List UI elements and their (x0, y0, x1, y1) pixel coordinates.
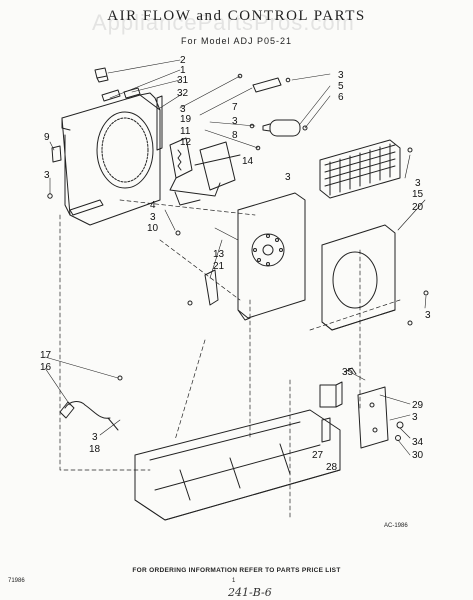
part-bracket-31 (101, 87, 141, 102)
callout-30: 30 (412, 450, 424, 461)
part-clip-35 (344, 367, 357, 375)
callout-17: 17 (40, 350, 52, 361)
callout-20: 20 (412, 202, 424, 213)
part-control-bracket (357, 386, 389, 449)
part-clip-2 (94, 67, 109, 83)
part-bracket-21 (204, 269, 219, 306)
screw-icon (285, 77, 291, 83)
callout-3: 3 (92, 432, 98, 443)
callout-29: 29 (412, 400, 424, 411)
screw-icon (187, 300, 193, 306)
callout-3: 3 (415, 178, 421, 189)
callout-15: 15 (412, 189, 424, 200)
callout-3: 3 (232, 116, 238, 127)
callout-3: 3 (180, 104, 186, 115)
part-strip-32 (156, 95, 163, 151)
callout-8: 8 (232, 130, 238, 141)
part-base-pan (134, 409, 341, 521)
callout-28: 28 (326, 462, 338, 473)
part-front-shroud (61, 92, 161, 226)
screw-icon (237, 73, 243, 79)
callout-1: 1 (180, 65, 186, 76)
ordering-note: FOR ORDERING INFORMATION REFER TO PARTS … (132, 567, 341, 574)
part-power-cord (59, 401, 119, 431)
callout-14: 14 (242, 156, 254, 167)
callout-9: 9 (44, 132, 50, 143)
callout-3: 3 (412, 412, 418, 423)
screw-icon (407, 320, 413, 326)
callout-11: 11 (180, 126, 191, 137)
page-number: 1 (232, 578, 236, 584)
part-bracket-9 (51, 145, 62, 163)
callout-16: 16 (40, 362, 52, 373)
document-id: 71986 (8, 578, 25, 584)
screw-icon (47, 193, 53, 199)
part-switch-28 (321, 417, 331, 443)
callout-3: 3 (338, 70, 344, 81)
callout-10: 10 (147, 223, 159, 234)
part-spring-12 (177, 149, 182, 171)
callout-labels: 2 1 31 32 3 7 3 19 11 12 8 14 3 5 6 9 3 … (40, 55, 431, 473)
watermark: AppliancePartsPros.com (92, 10, 355, 35)
assembly-guide-lines (59, 199, 401, 521)
part-motor-mount (169, 137, 241, 206)
callout-leader-lines (44, 59, 427, 456)
part-evaporator-coil-15 (319, 139, 401, 199)
callout-4: 4 (150, 200, 156, 211)
callout-3: 3 (285, 172, 291, 183)
callout-12: 12 (180, 137, 192, 148)
callout-21: 21 (213, 261, 225, 272)
callout-5: 5 (338, 81, 344, 92)
handwritten-note: 241-B-6 (228, 586, 272, 599)
diagram-title: AIR FLOW and CONTROL PARTS (107, 8, 366, 24)
callout-3: 3 (44, 170, 50, 181)
part-capacitor (262, 119, 308, 137)
callout-19: 19 (180, 114, 192, 125)
callout-7: 7 (232, 102, 238, 113)
callout-2: 2 (180, 55, 186, 66)
callout-13: 13 (213, 249, 225, 260)
callout-32: 32 (177, 88, 189, 99)
part-rear-panel-20 (321, 224, 396, 331)
screw-icon (407, 147, 413, 153)
screw-icon (175, 230, 181, 236)
figure-code: AC-1986 (384, 523, 408, 529)
diagram-subtitle: For Model ADJ P05-21 (180, 36, 293, 46)
part-bracket-7 (252, 77, 282, 93)
screw-icon (117, 375, 123, 381)
callout-27: 27 (312, 450, 324, 461)
screw-icon (255, 145, 261, 151)
part-switch-27 (319, 381, 343, 408)
screw-icon (423, 290, 429, 296)
callout-34: 34 (412, 437, 424, 448)
knob-icon (396, 421, 404, 429)
callout-18: 18 (89, 444, 101, 455)
callout-3: 3 (150, 212, 156, 223)
callout-6: 6 (338, 92, 344, 103)
part-bar-10 (69, 199, 104, 216)
part-orifice-panel-13 (237, 192, 306, 321)
callout-31: 31 (177, 75, 189, 86)
callout-35: 35 (342, 367, 354, 378)
callout-3: 3 (425, 310, 431, 321)
knob-icon (395, 435, 401, 441)
